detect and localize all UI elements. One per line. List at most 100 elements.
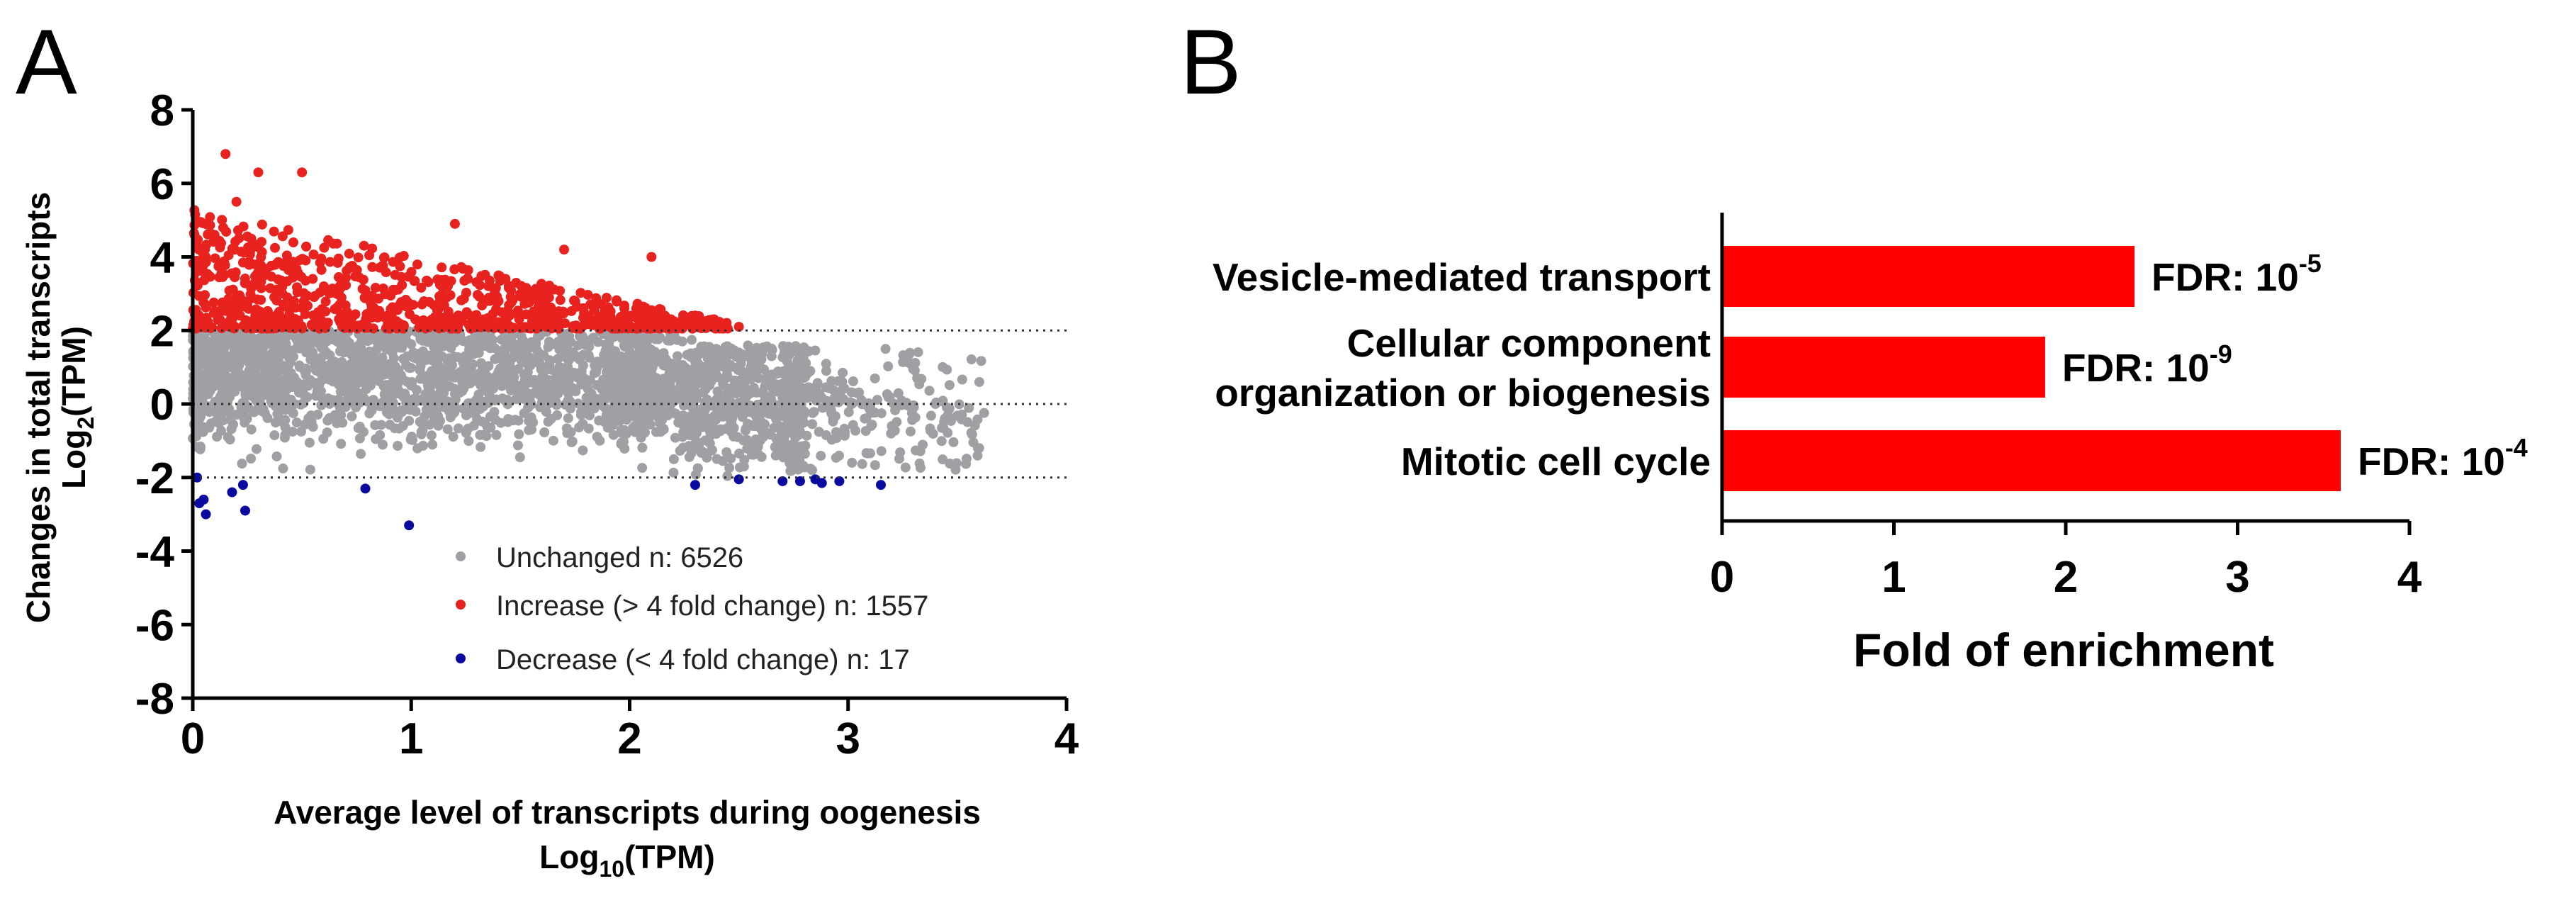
point-increase <box>301 241 312 252</box>
y-tick-label: -2 <box>135 454 174 503</box>
point-unchanged <box>468 359 478 369</box>
point-increase <box>646 314 657 325</box>
point-unchanged <box>552 388 563 398</box>
point-increase <box>332 257 343 268</box>
point-unchanged <box>677 410 688 421</box>
point-unchanged <box>262 412 273 423</box>
point-unchanged <box>405 434 416 445</box>
point-unchanged <box>704 361 714 372</box>
point-unchanged <box>510 415 520 425</box>
point-increase <box>366 313 377 323</box>
point-increase <box>514 314 524 325</box>
point-unchanged <box>240 405 250 416</box>
point-unchanged <box>485 422 496 433</box>
point-unchanged <box>563 387 573 398</box>
point-unchanged <box>831 452 841 463</box>
bar <box>1722 337 2045 398</box>
point-unchanged <box>770 405 781 415</box>
point-increase <box>344 248 354 259</box>
point-unchanged <box>887 421 897 432</box>
point-unchanged <box>427 439 438 450</box>
point-unchanged <box>539 427 550 438</box>
point-unchanged <box>770 442 780 452</box>
point-increase <box>316 264 327 275</box>
point-unchanged <box>621 429 632 439</box>
point-increase <box>256 252 266 262</box>
point-unchanged <box>536 397 547 408</box>
point-increase <box>446 323 456 334</box>
point-unchanged <box>893 388 904 398</box>
point-increase <box>398 251 409 262</box>
point-increase <box>367 262 378 272</box>
point-increase <box>607 321 618 332</box>
point-unchanged <box>296 426 306 437</box>
point-unchanged <box>974 443 984 454</box>
point-unchanged <box>351 402 361 412</box>
point-unchanged <box>570 386 581 397</box>
point-unchanged <box>204 422 215 433</box>
point-unchanged <box>692 463 703 473</box>
point-unchanged <box>231 354 242 365</box>
point-unchanged <box>436 336 446 347</box>
point-unchanged <box>766 351 777 361</box>
point-unchanged <box>304 437 315 448</box>
point-unchanged <box>276 401 286 412</box>
point-unchanged <box>745 400 755 411</box>
point-increase <box>506 285 517 296</box>
y-tick-label: 2 <box>150 307 174 356</box>
point-unchanged <box>633 348 643 359</box>
point-increase <box>300 309 310 320</box>
point-increase <box>558 306 568 317</box>
panel-a-legend: Unchanged n: 6526 Increase (> 4 fold cha… <box>456 542 928 675</box>
point-increase <box>308 249 319 260</box>
point-increase <box>519 298 530 309</box>
point-increase <box>516 281 527 291</box>
point-unchanged <box>237 459 247 469</box>
point-unchanged <box>578 445 588 456</box>
category-label: organization or biogenesis <box>1215 371 1711 415</box>
point-unchanged <box>288 427 298 437</box>
point-unchanged <box>658 424 669 434</box>
point-unchanged <box>406 403 417 413</box>
point-unchanged <box>366 403 377 413</box>
point-increase <box>298 288 309 298</box>
point-unchanged <box>942 364 952 375</box>
point-unchanged <box>733 347 744 358</box>
point-increase <box>476 271 487 281</box>
point-increase <box>323 235 334 245</box>
point-unchanged <box>957 409 967 420</box>
point-unchanged <box>751 420 762 430</box>
point-unchanged <box>729 401 739 412</box>
point-unchanged <box>857 459 867 469</box>
point-unchanged <box>746 358 757 369</box>
point-unchanged <box>468 420 479 431</box>
point-unchanged <box>484 390 495 400</box>
point-unchanged <box>621 368 631 378</box>
point-unchanged <box>930 399 941 409</box>
point-increase <box>245 318 256 329</box>
point-unchanged <box>626 333 636 344</box>
point-unchanged <box>417 335 428 346</box>
point-increase <box>350 309 361 320</box>
point-unchanged <box>351 393 362 404</box>
point-unchanged <box>783 410 794 420</box>
point-increase <box>687 310 697 321</box>
b-x-tick-label: 2 <box>2054 553 2078 602</box>
point-unchanged <box>979 408 989 418</box>
y-tick-label: 6 <box>150 160 174 209</box>
point-increase <box>360 285 371 296</box>
point-increase <box>353 252 364 263</box>
point-unchanged <box>317 342 327 352</box>
point-unchanged <box>223 383 234 394</box>
point-increase <box>381 323 391 334</box>
point-unchanged <box>727 361 738 372</box>
point-unchanged <box>551 396 561 407</box>
point-decrease <box>240 505 250 516</box>
point-increase <box>320 296 331 307</box>
point-increase <box>578 321 588 332</box>
point-unchanged <box>866 420 877 431</box>
point-unchanged <box>611 392 621 403</box>
point-unchanged <box>900 462 911 473</box>
